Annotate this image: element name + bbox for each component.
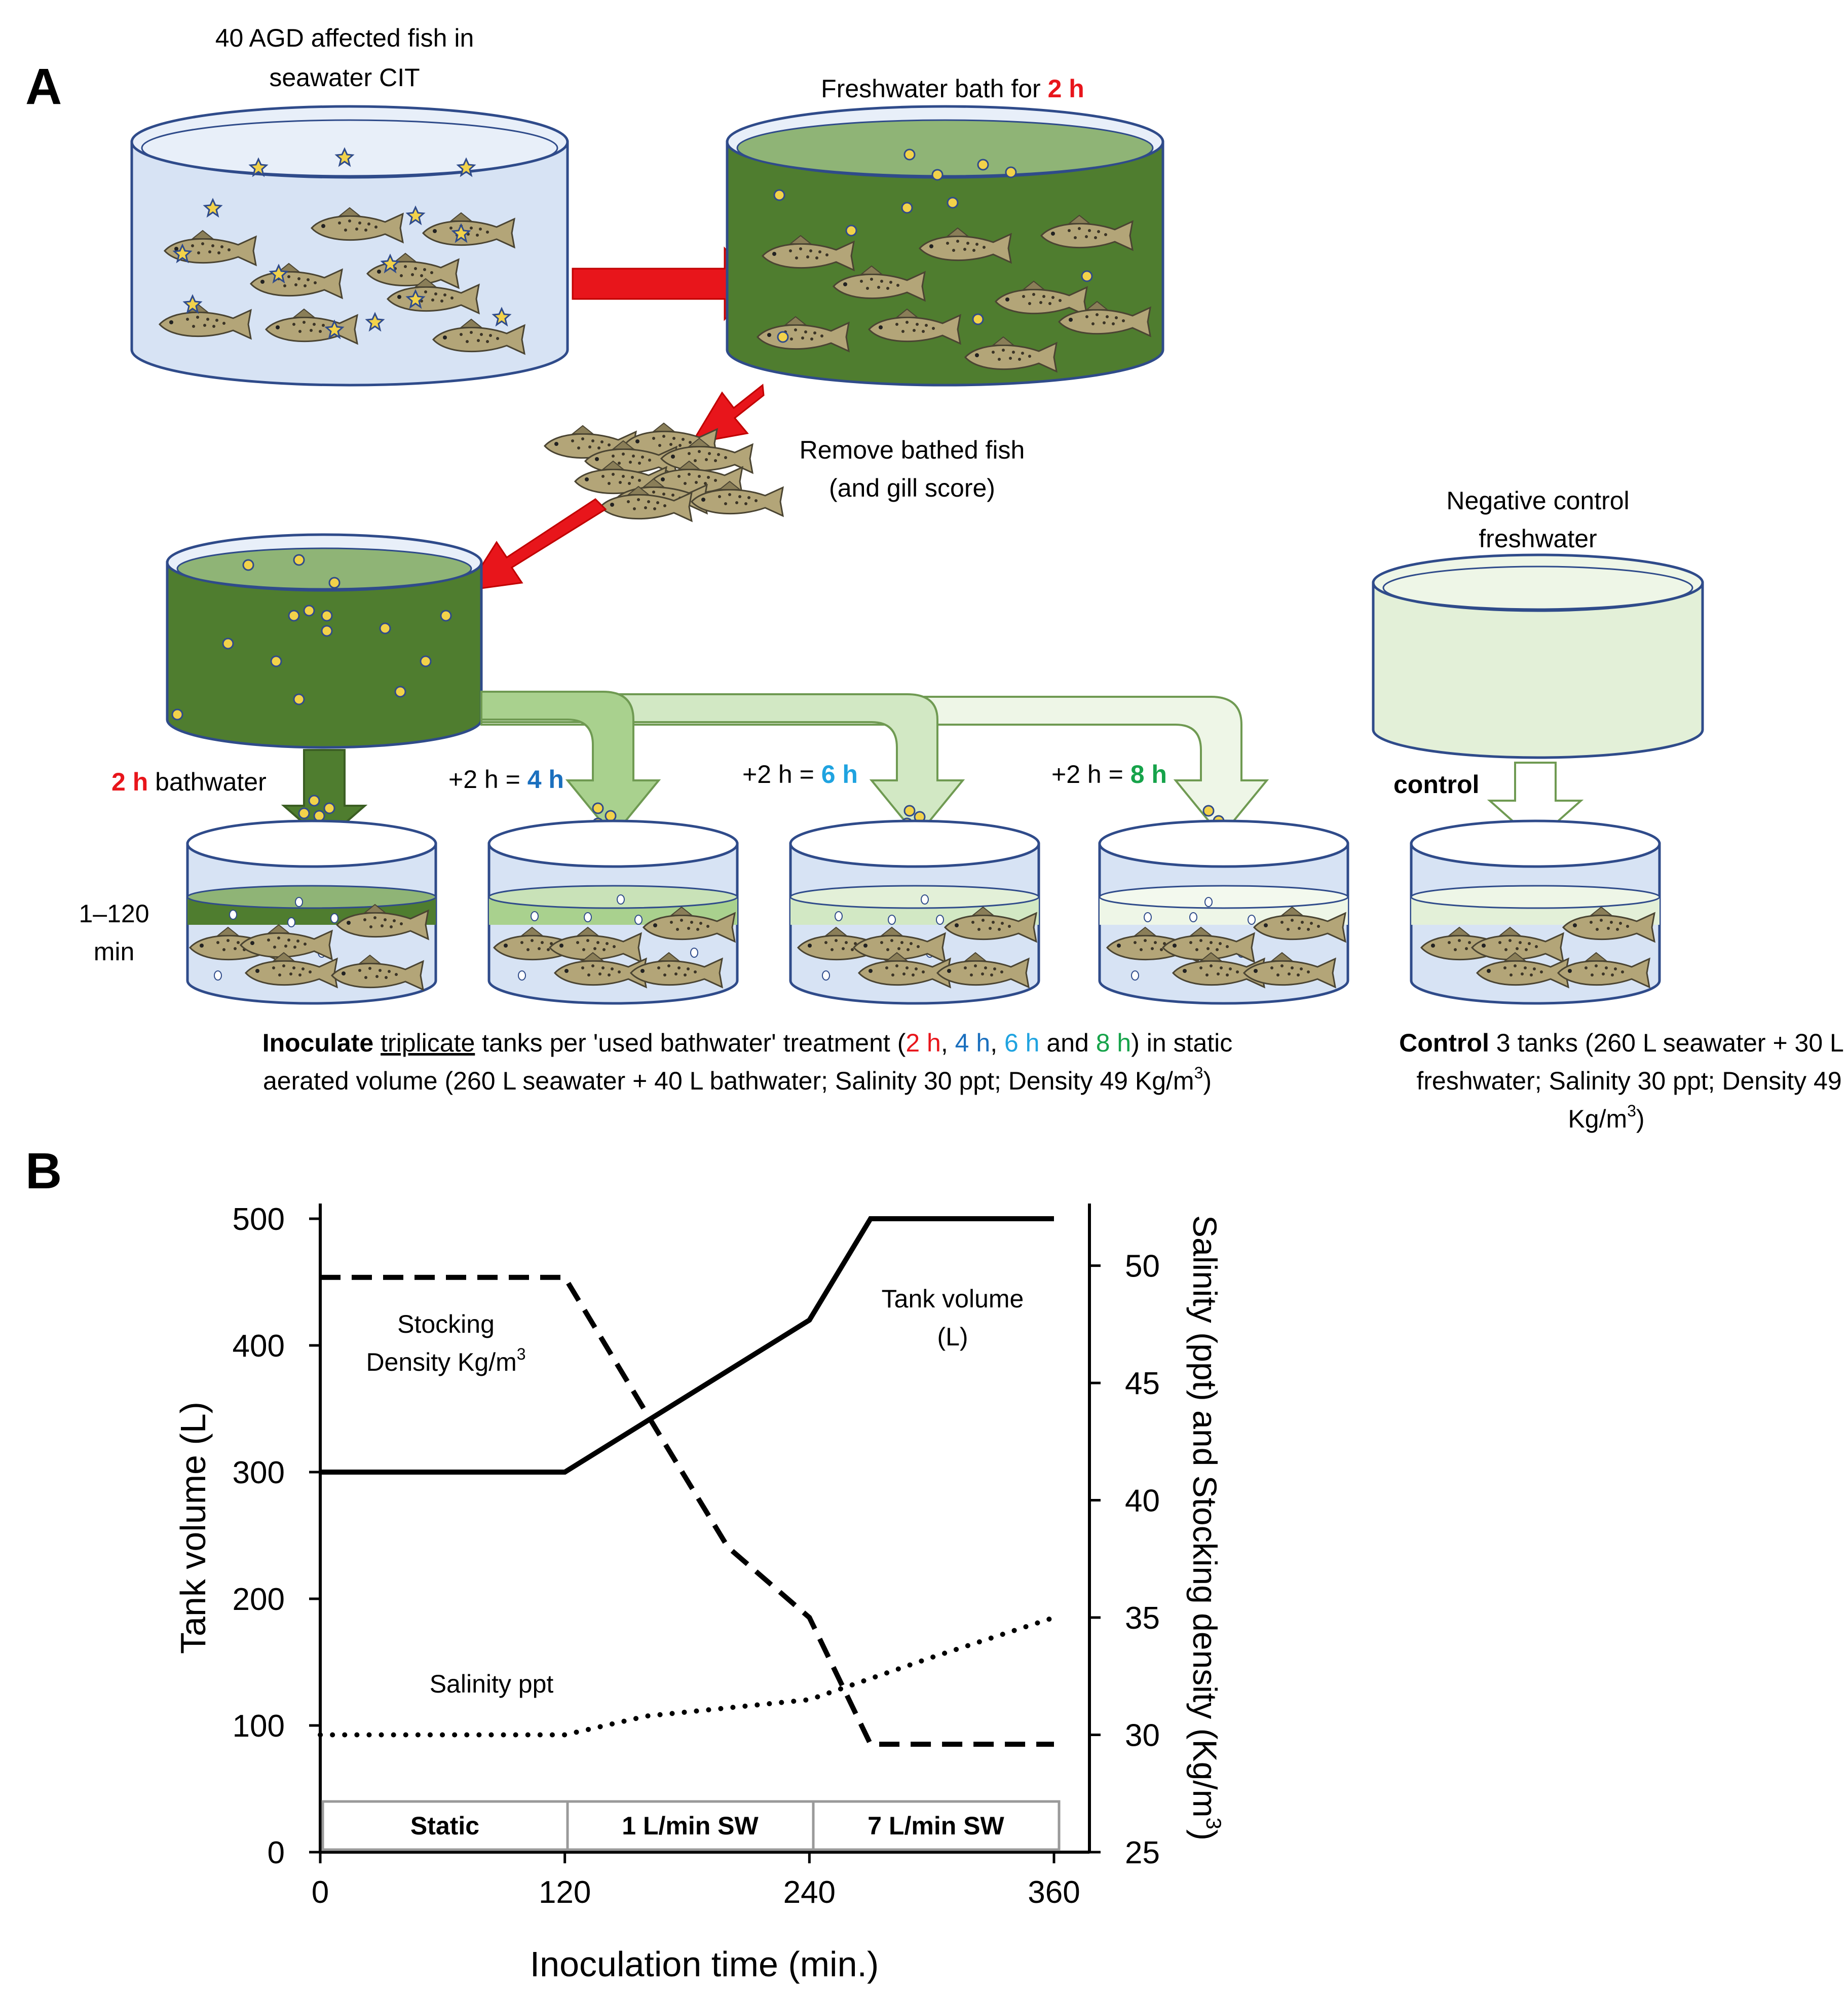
used-bathwater-tank <box>166 533 483 749</box>
control-caption-line2: freshwater; Salinity 30 ppt; Density 49 <box>1416 1067 1841 1095</box>
line-chart: 0 120 240 360 0 100 200 300 400 500 25 30 35 40 45 50… <box>173 1202 1226 1984</box>
arrow-to-bathwater-tank <box>465 498 607 591</box>
freshwater-bath-tank <box>726 105 1164 387</box>
negative-control-tank <box>1372 553 1704 759</box>
arrow-label-6h: +2 h = 6 h <box>742 760 858 788</box>
inoculate-caption-line2: aerated volume (260 L seawater + 40 L ba… <box>263 1064 1212 1095</box>
phase-label-7l: 7 L/min SW <box>868 1812 1004 1840</box>
inoculate-caption-line1: Inoculate triplicate tanks per 'used bat… <box>262 1029 1233 1057</box>
y-tick-label: 500 <box>233 1202 285 1237</box>
phase-box-1l: 1 L/min SW <box>566 1800 815 1851</box>
y2-tick-label: 35 <box>1125 1601 1160 1636</box>
phase-box-7l: 7 L/min SW <box>812 1800 1061 1851</box>
time-range-line2: min <box>94 937 135 966</box>
x-tick-label: 0 <box>312 1875 329 1910</box>
y2-tick-label: 25 <box>1125 1835 1160 1870</box>
annotation-density-line1: Stocking <box>397 1310 495 1338</box>
right-y-ticks: 25 30 35 40 45 50 <box>1089 1249 1160 1870</box>
y-tick-label: 100 <box>233 1709 285 1744</box>
x-axis-label: Inoculation time (min.) <box>530 1944 879 1984</box>
arrow-label-4h: +2 h = 4 h <box>448 765 564 794</box>
y2-tick-label: 30 <box>1125 1718 1160 1753</box>
panel-b-letter: B <box>25 1143 62 1199</box>
y-tick-label: 200 <box>233 1582 285 1617</box>
neg-control-line2: freshwater <box>1479 524 1597 553</box>
remove-caption-line1: Remove bathed fish <box>800 436 1025 464</box>
y2-tick-label: 45 <box>1125 1366 1160 1401</box>
treatment-tank-4h <box>487 819 739 1005</box>
annotation-volume-line1: Tank volume <box>882 1285 1024 1313</box>
x-ticks: 0 120 240 360 <box>312 1852 1080 1910</box>
phase-label-static: Static <box>410 1812 479 1840</box>
tank1-caption-line1: 40 AGD affected fish in <box>215 24 474 52</box>
y-axis-label: Tank volume (L) <box>173 1402 213 1654</box>
treatment-tank-2h <box>186 819 437 1005</box>
y2-tick-label: 40 <box>1125 1484 1160 1519</box>
control-caption-line1: Control 3 tanks (260 L seawater + 30 L <box>1399 1029 1844 1057</box>
annotation-volume-line2: (L) <box>937 1323 968 1351</box>
x-tick-label: 360 <box>1028 1875 1080 1910</box>
arrow-label-2h: 2 h bathwater <box>111 768 267 796</box>
series-tank-volume <box>320 1216 1054 1475</box>
control-small-tank <box>1410 819 1661 1005</box>
y-tick-label: 300 <box>233 1455 285 1490</box>
y2-axis-label: Salinity (ppt) and Stocking density (Kg/… <box>1186 1215 1226 1840</box>
phase-box-static: Static <box>321 1800 569 1851</box>
remove-caption-line2: (and gill score) <box>829 474 995 502</box>
phase-label-1l: 1 L/min SW <box>622 1812 759 1840</box>
seawater-cit-tank <box>130 105 569 387</box>
panel-a-letter: A <box>25 58 62 115</box>
arrow-label-8h: +2 h = 8 h <box>1051 760 1167 788</box>
control-caption-line3: Kg/m3) <box>1568 1102 1644 1133</box>
annotation-salinity: Salinity ppt <box>430 1670 554 1698</box>
left-y-ticks: 0 100 200 300 400 500 <box>233 1202 320 1870</box>
tank1-caption-line2: seawater CIT <box>269 63 420 92</box>
annotation-density-line2: Density Kg/m3 <box>366 1345 525 1376</box>
y-tick-label: 0 <box>268 1835 285 1870</box>
control-arrow-label: control <box>1393 770 1479 799</box>
treatment-tank-6h <box>789 819 1040 1005</box>
bathwater-arrow-4h <box>480 691 661 838</box>
y2-tick-label: 50 <box>1125 1249 1160 1284</box>
y-tick-label: 400 <box>233 1329 285 1364</box>
removed-fish-group <box>544 422 784 522</box>
neg-control-line1: Negative control <box>1446 486 1629 515</box>
y2-axis-label-tail: ) <box>1186 1829 1224 1840</box>
arrow-to-removed-fish <box>690 384 765 445</box>
y2-axis-label-superscript: 3 <box>1202 1818 1226 1829</box>
x-tick-label: 120 <box>539 1875 591 1910</box>
x-tick-label: 240 <box>783 1875 836 1910</box>
time-range-line1: 1–120 <box>79 899 149 928</box>
tank2-caption: Freshwater bath for 2 h <box>821 74 1084 103</box>
treatment-tank-8h <box>1098 819 1349 1005</box>
